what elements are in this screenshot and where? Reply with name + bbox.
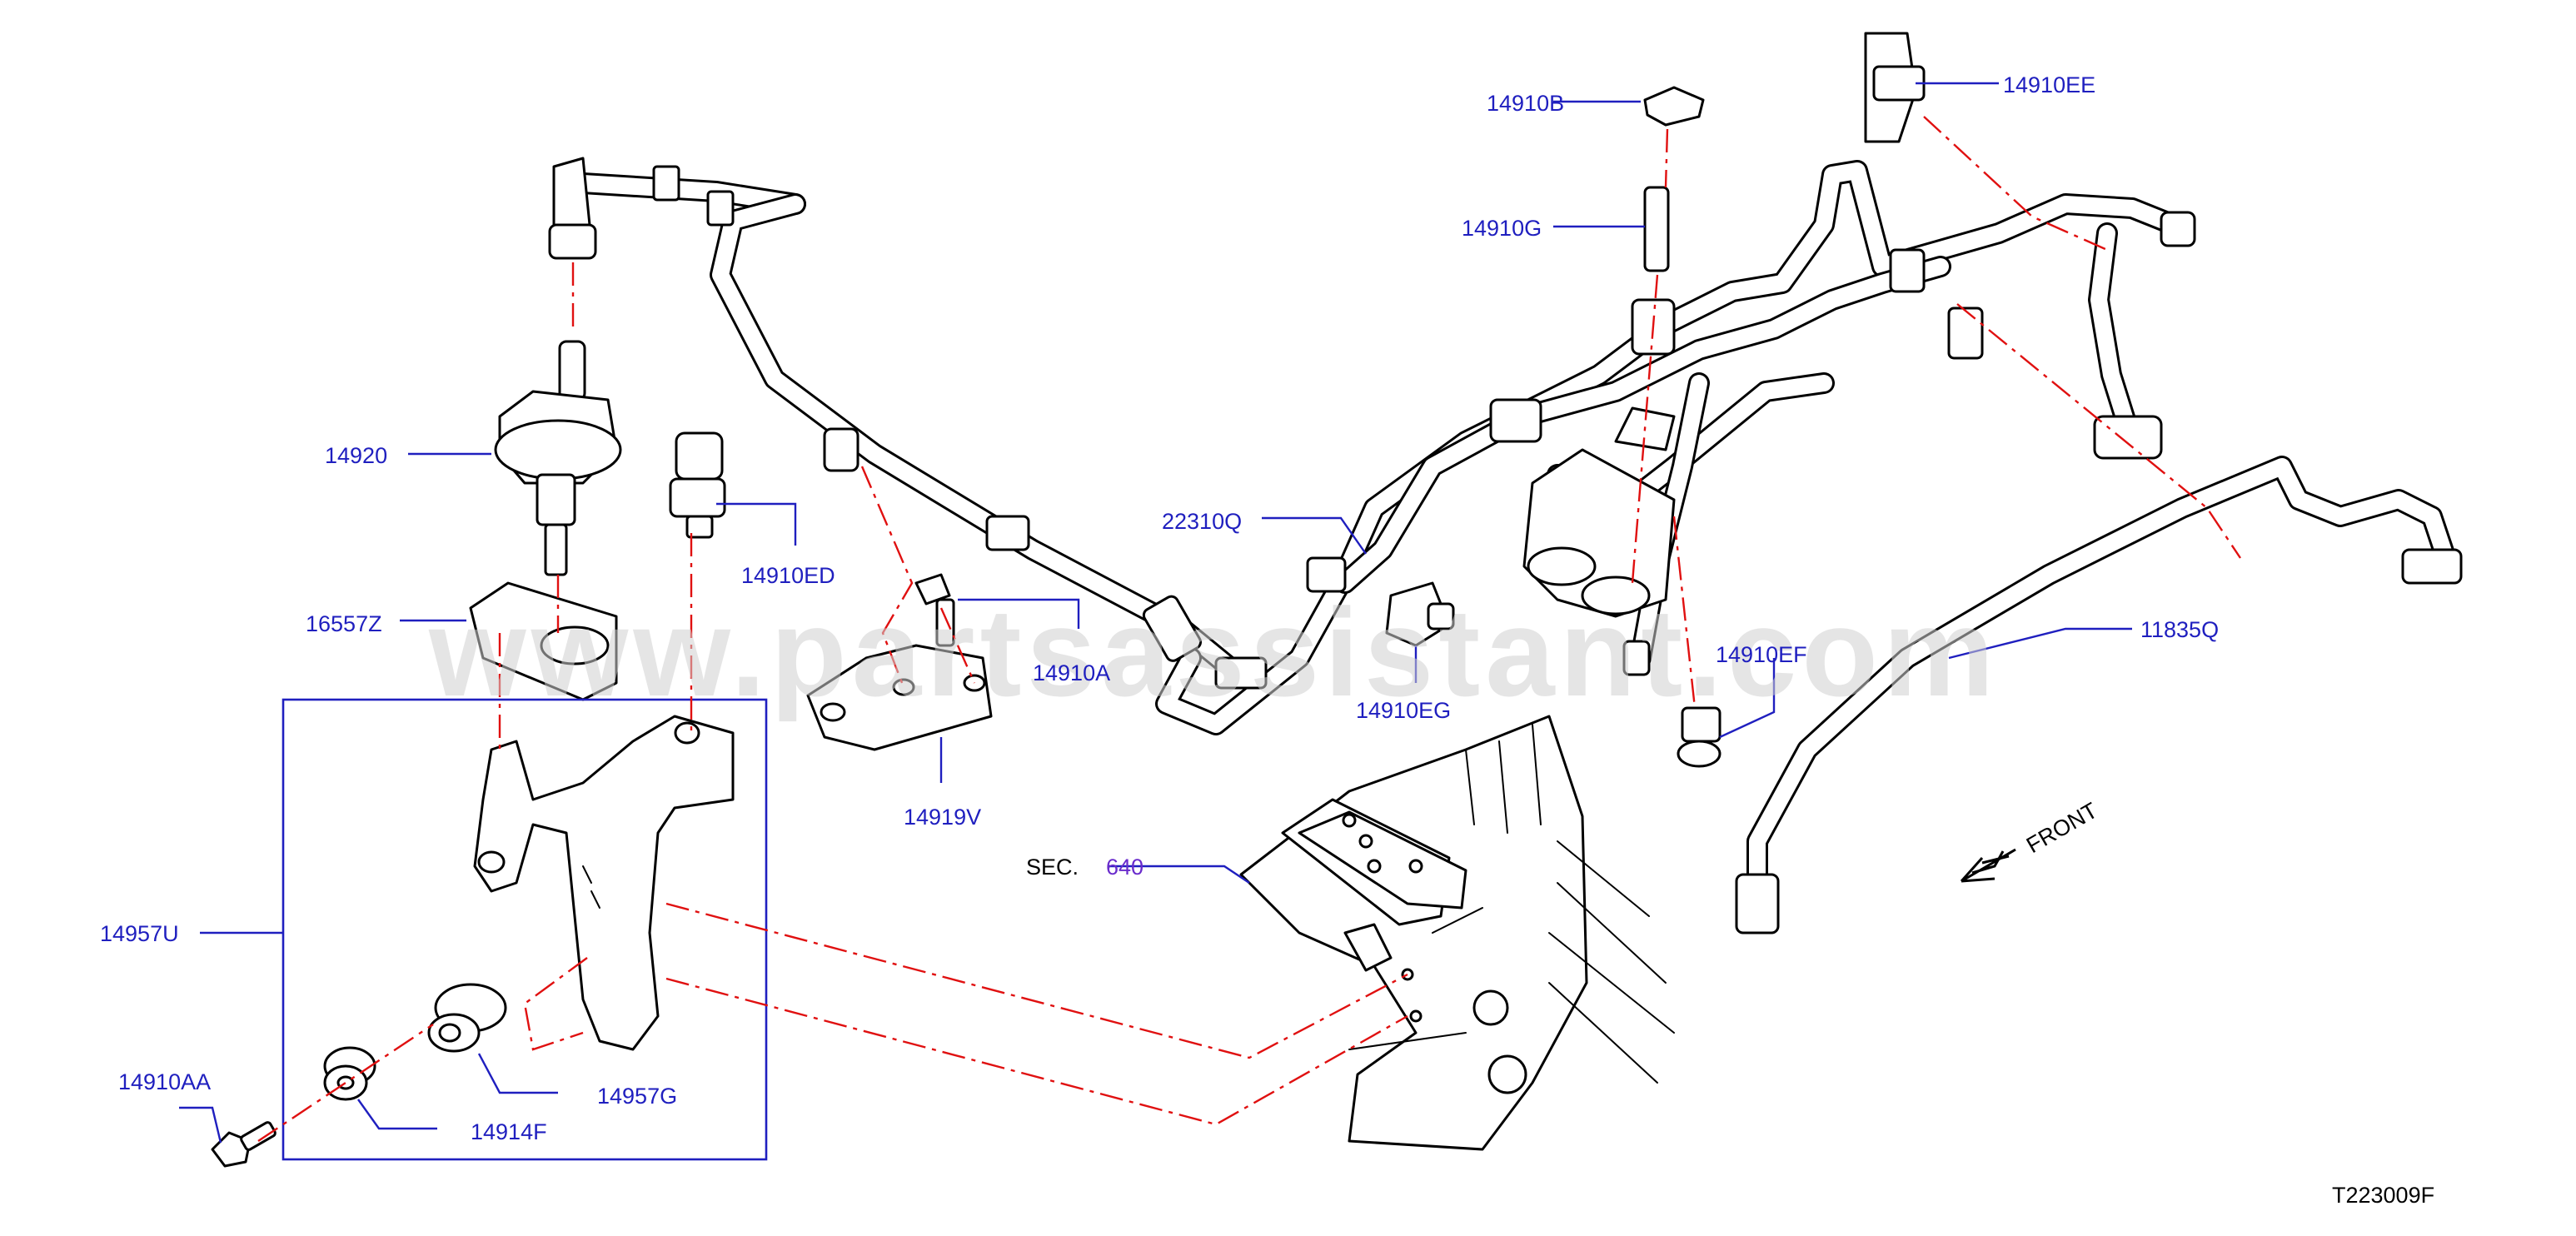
- label-14910EG[interactable]: 14910EG: [1356, 698, 1451, 723]
- watermark-text: www.partsassistant.com: [428, 582, 1999, 722]
- bolt-14910AA: [211, 1121, 277, 1168]
- label-14910G[interactable]: 14910G: [1462, 216, 1542, 241]
- label-16557Z[interactable]: 16557Z: [306, 611, 382, 636]
- label-11835Q[interactable]: 11835Q: [2140, 617, 2219, 642]
- label-14910EE[interactable]: 14910EE: [2003, 72, 2095, 97]
- hose-11835Q: [1735, 456, 2463, 934]
- drawing-code: T223009F: [2332, 1183, 2434, 1208]
- label-14920[interactable]: 14920: [325, 443, 387, 468]
- grommet-14957G: [427, 983, 507, 1053]
- bolt-14910A: [914, 573, 955, 647]
- clip-14910EE: [1864, 32, 1926, 143]
- bracket-14957U: [473, 715, 735, 1051]
- clip-14910ED: [669, 431, 726, 539]
- collar-14914F: [323, 1046, 376, 1101]
- assembly-lines: [257, 116, 2241, 1142]
- connector-top-14920: [548, 157, 597, 260]
- leader-lines: [179, 82, 2132, 1144]
- front-label: FRONT: [2022, 798, 2102, 858]
- label-14910B[interactable]: 14910B: [1487, 91, 1564, 116]
- label-14910EF[interactable]: 14910EF: [1716, 642, 1807, 667]
- sensor-14910EG: [1385, 581, 1455, 647]
- section-prefix: SEC.: [1026, 855, 1079, 880]
- label-14910AA[interactable]: 14910AA: [118, 1069, 211, 1094]
- label-14957U[interactable]: 14957U: [100, 921, 179, 946]
- clip-14910EF: [1677, 706, 1721, 768]
- label-14910ED[interactable]: 14910ED: [741, 563, 835, 588]
- label-14910A[interactable]: 14910A: [1033, 660, 1110, 685]
- part-labels: 14910B 14910G 14910EE 14920 14910ED 2231…: [100, 72, 2434, 1208]
- bracket-16557Z: [469, 581, 618, 701]
- label-14914F[interactable]: 14914F: [471, 1119, 547, 1144]
- front-arrow-icon: FRONT: [1960, 798, 2102, 883]
- engine-block-section: [1239, 715, 1675, 1151]
- stud-14910G: [1643, 186, 1670, 272]
- label-14957G[interactable]: 14957G: [597, 1084, 677, 1109]
- section-number-link[interactable]: 640: [1106, 855, 1144, 880]
- label-14919V[interactable]: 14919V: [904, 805, 981, 830]
- purge-valve-14920: [494, 340, 622, 576]
- nut-14910B: [1643, 86, 1705, 127]
- label-22310Q[interactable]: 22310Q: [1162, 509, 1242, 534]
